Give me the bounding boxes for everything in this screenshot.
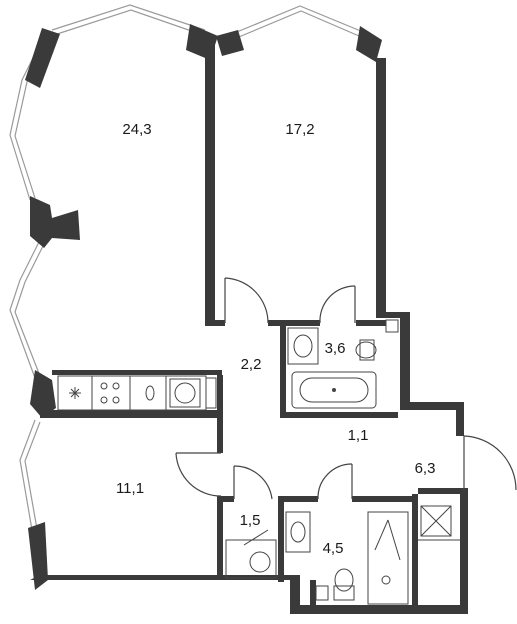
- wall-pier: [30, 370, 56, 418]
- bathroom-sink-bowl: [293, 334, 313, 358]
- door-laundry: [233, 465, 273, 500]
- wall-segment: [280, 412, 398, 418]
- laundry-washer-drum: [249, 551, 271, 573]
- wall-segment: [280, 320, 286, 418]
- kitchen-sink-icon: [145, 385, 155, 401]
- doors: [175, 277, 517, 500]
- toilet-icon: [333, 568, 355, 601]
- area-hall: 2,2: [241, 356, 262, 373]
- wall-pier: [356, 26, 382, 62]
- area-bedroom: 17,2: [285, 121, 314, 138]
- wall-segment: [456, 402, 464, 436]
- wall-segment: [278, 502, 284, 582]
- wall-segment: [376, 312, 410, 318]
- area-labels: 24,3 17,2 2,2 3,6 1,1 6,3 11,1 1,5 4,5: [116, 121, 435, 557]
- wall-segment: [40, 410, 220, 418]
- area-corridor: 1,1: [348, 427, 369, 444]
- fixtures: [57, 319, 460, 605]
- wall-exterior: [30, 575, 468, 614]
- shower-room-sink-bowl: [290, 521, 306, 543]
- area-shower-room: 4,5: [323, 540, 344, 557]
- wall-segment: [268, 320, 320, 326]
- windows: [9, 4, 369, 531]
- door-living-room: [224, 277, 269, 324]
- wall-pier: [28, 522, 48, 590]
- wall-segment: [400, 312, 410, 407]
- wall-segment: [310, 580, 316, 614]
- bathtub-basin: [299, 377, 369, 403]
- wall-segment: [418, 488, 466, 494]
- wall-pier: [216, 30, 244, 56]
- toilet-icon: [355, 339, 377, 361]
- wall-segment: [217, 418, 223, 453]
- area-living-room: 24,3: [122, 121, 151, 138]
- wall-pier: [30, 196, 80, 248]
- area-bedroom-2: 11,1: [116, 480, 144, 497]
- kitchen-column: [205, 377, 217, 409]
- area-bathroom: 3,6: [325, 340, 346, 357]
- bathroom-sink: [287, 327, 319, 365]
- wall-pier: [25, 28, 60, 88]
- wall-partition: [205, 40, 215, 326]
- laundry-counter: [225, 539, 277, 579]
- door-shower-room: [317, 463, 353, 500]
- door-entrance: [463, 435, 517, 491]
- bathtub: [291, 371, 377, 409]
- shaft: [385, 319, 399, 333]
- wall-segment: [217, 375, 223, 420]
- wall-segment: [222, 496, 234, 502]
- wall-exterior: [376, 58, 386, 312]
- wall-segment: [205, 320, 225, 326]
- wall-exterior: [460, 488, 468, 614]
- shaft: [315, 585, 329, 601]
- shower-icon: [367, 511, 409, 605]
- wall-segment: [217, 496, 223, 580]
- shower-room-sink: [285, 511, 311, 553]
- area-laundry: 1,5: [240, 512, 261, 529]
- walls: [25, 24, 468, 614]
- wall-segment: [412, 494, 418, 605]
- fridge-icon: [69, 387, 81, 399]
- wall-segment: [400, 402, 464, 410]
- door-bathroom: [319, 285, 356, 324]
- washer-icon: [169, 378, 201, 408]
- area-entrance-hall: 6,3: [415, 460, 436, 477]
- wall-segment: [356, 320, 386, 326]
- door-bedroom-2: [175, 452, 222, 497]
- wall-segment: [352, 496, 418, 502]
- stove-icon: [100, 382, 120, 404]
- wall-segment: [278, 496, 318, 502]
- wardrobe-icon: [418, 505, 460, 541]
- wall-segment: [52, 370, 222, 375]
